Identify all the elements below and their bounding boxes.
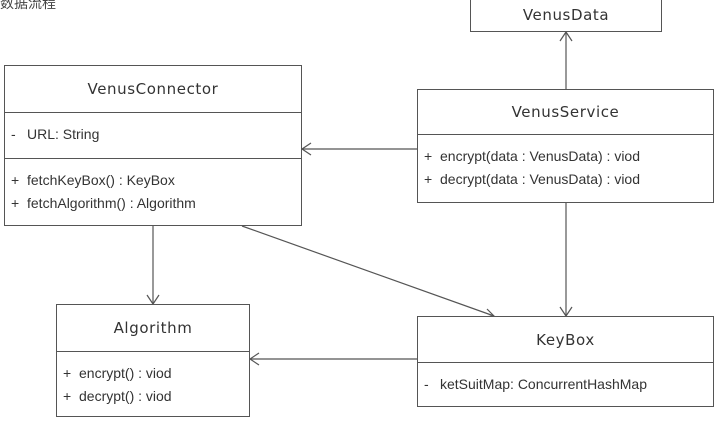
method-text: fetchAlgorithm() : Algorithm: [27, 195, 196, 211]
arrowhead-service-to-data: [559, 30, 573, 42]
class-venus-connector-name: VenusConnector: [87, 80, 219, 98]
algorithm-methods: + encrypt() : viod + decrypt() : viod: [57, 351, 249, 416]
venus-connector-methods: + fetchKeyBox() : KeyBox + fetchAlgorith…: [5, 158, 301, 225]
attribute-url: - URL: String: [11, 123, 295, 146]
method-text: encrypt() : viod: [79, 365, 172, 381]
method-encrypt: + encrypt(data : VenusData) : viod: [424, 145, 707, 168]
class-algorithm: Algorithm + encrypt() : viod + decrypt()…: [56, 304, 250, 417]
method-text: fetchKeyBox() : KeyBox: [27, 172, 175, 188]
venus-service-methods: + encrypt(data : VenusData) : viod + dec…: [418, 134, 713, 202]
method-text: decrypt(data : VenusData) : viod: [440, 171, 640, 187]
visibility-public: +: [63, 388, 72, 404]
visibility-public: +: [63, 365, 72, 381]
method-fetch-algorithm: + fetchAlgorithm() : Algorithm: [11, 192, 295, 215]
arrowhead-keybox-to-algorithm: [248, 352, 260, 366]
attribute-ket-suit-map: - ketSuitMap: ConcurrentHashMap: [424, 373, 707, 396]
method-text: decrypt() : viod: [79, 388, 172, 404]
method-text: encrypt(data : VenusData) : viod: [440, 148, 640, 164]
method-encrypt: + encrypt() : viod: [63, 362, 243, 385]
attribute-text: ketSuitMap: ConcurrentHashMap: [440, 376, 647, 392]
keybox-attributes: - ketSuitMap: ConcurrentHashMap: [418, 362, 713, 406]
method-decrypt: + decrypt(data : VenusData) : viod: [424, 168, 707, 191]
visibility-private: -: [11, 126, 16, 142]
class-keybox-name: KeyBox: [536, 330, 595, 349]
method-decrypt: + decrypt() : viod: [63, 385, 243, 408]
attribute-text: URL: String: [27, 126, 100, 142]
class-venus-data-name: VenusData: [522, 5, 610, 24]
venus-connector-attributes: - URL: String: [5, 112, 301, 158]
method-fetch-keybox: + fetchKeyBox() : KeyBox: [11, 169, 295, 192]
class-venus-data: VenusData: [470, 0, 662, 32]
class-venus-service-name: VenusService: [511, 103, 620, 121]
visibility-public: +: [424, 171, 433, 187]
visibility-public: +: [11, 172, 20, 188]
diagram-caption: 数据流程: [0, 0, 56, 12]
visibility-public: +: [11, 195, 20, 211]
relation-connector-to-keybox: [241, 225, 495, 317]
class-venus-connector: VenusConnector - URL: String + fetchKeyB…: [4, 65, 302, 226]
class-keybox: KeyBox - ketSuitMap: ConcurrentHashMap: [417, 316, 714, 407]
arrowhead-service-to-connector: [300, 142, 312, 156]
visibility-private: -: [424, 376, 429, 392]
class-algorithm-name: Algorithm: [113, 319, 193, 337]
class-venus-service: VenusService + encrypt(data : VenusData)…: [417, 89, 714, 203]
visibility-public: +: [424, 148, 433, 164]
